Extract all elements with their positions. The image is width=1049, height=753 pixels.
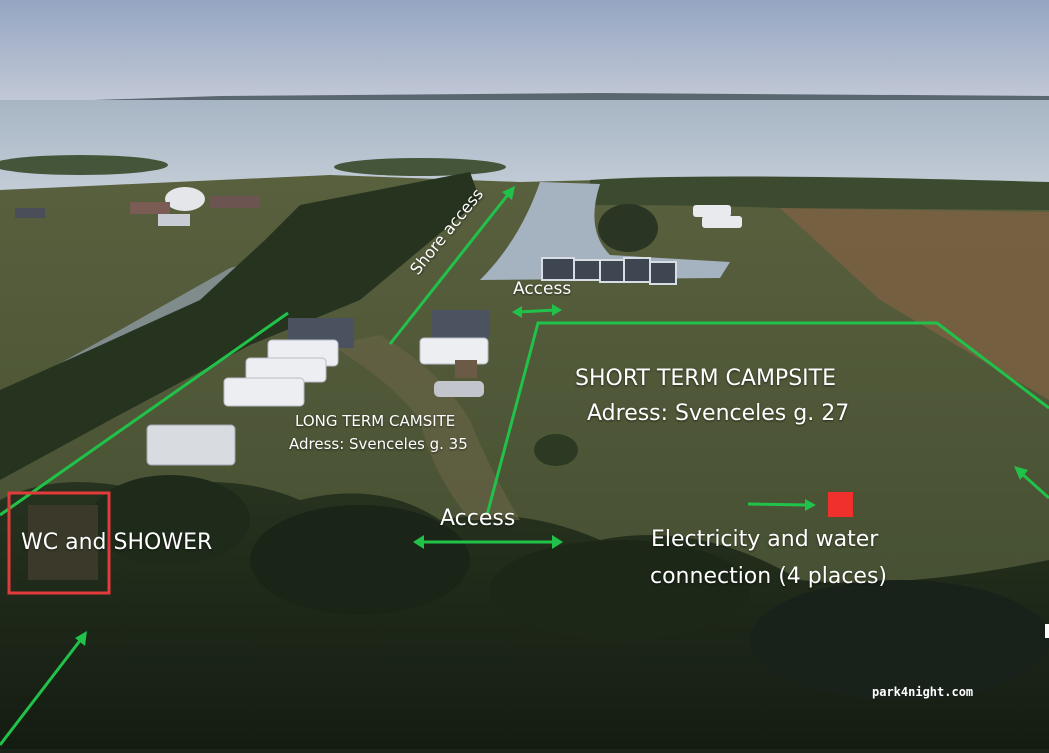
distant-building-3 <box>210 196 260 208</box>
electricity-line-1: Electricity and water <box>651 527 879 552</box>
electricity-marker <box>828 492 853 517</box>
caravans-long-term <box>146 310 490 466</box>
long-term-address: Adress: Svenceles g. 35 <box>289 435 468 453</box>
shore-access-arrow <box>388 186 515 345</box>
bush-center <box>534 434 578 466</box>
tree-clump-island <box>598 204 658 252</box>
tree-cluster-4 <box>750 580 1049 700</box>
grass-island-left <box>0 155 168 175</box>
annotation-lines <box>0 311 1049 517</box>
sky <box>0 0 1049 100</box>
brown-meadow <box>780 208 1049 400</box>
tree-cluster-3 <box>490 540 750 640</box>
distant-building-2 <box>158 214 190 226</box>
access-top-label: Access <box>513 279 572 299</box>
edge-mark <box>1045 624 1049 638</box>
wc-pointer-arrow <box>0 631 87 746</box>
access-arrow-bottom <box>413 535 563 549</box>
tree-cluster-1 <box>90 475 250 565</box>
wc-shower-box <box>7 491 111 595</box>
wc-building <box>28 505 98 580</box>
short-term-title: SHORT TERM CAMPSITE <box>575 366 836 391</box>
access-bottom-label: Access <box>440 506 516 531</box>
canal-water <box>480 182 730 280</box>
tree-cluster-2 <box>250 505 470 615</box>
side-channel <box>30 258 270 380</box>
treeline-left <box>0 172 480 480</box>
grass-island-mid <box>334 158 506 176</box>
access-arrow-top <box>512 304 562 318</box>
distant-building-4 <box>15 208 45 218</box>
floating-houses <box>541 257 677 285</box>
right-edge-arrow <box>1014 466 1049 500</box>
electricity-line-2: connection (4 places) <box>650 564 888 589</box>
electricity-pointer-arrow <box>747 499 816 511</box>
dirt-road <box>330 335 520 520</box>
wc-shower-label: WC and SHOWER <box>21 530 213 555</box>
reed-shore-right <box>590 176 1049 210</box>
dome-tent <box>165 187 205 211</box>
long-term-title: LONG TERM CAMSITE <box>295 412 456 430</box>
distant-building-1 <box>130 202 170 214</box>
caravans-short-term <box>693 205 742 228</box>
watermark: park4night.com <box>872 685 974 699</box>
short-term-address: Adress: Svenceles g. 27 <box>587 401 850 426</box>
